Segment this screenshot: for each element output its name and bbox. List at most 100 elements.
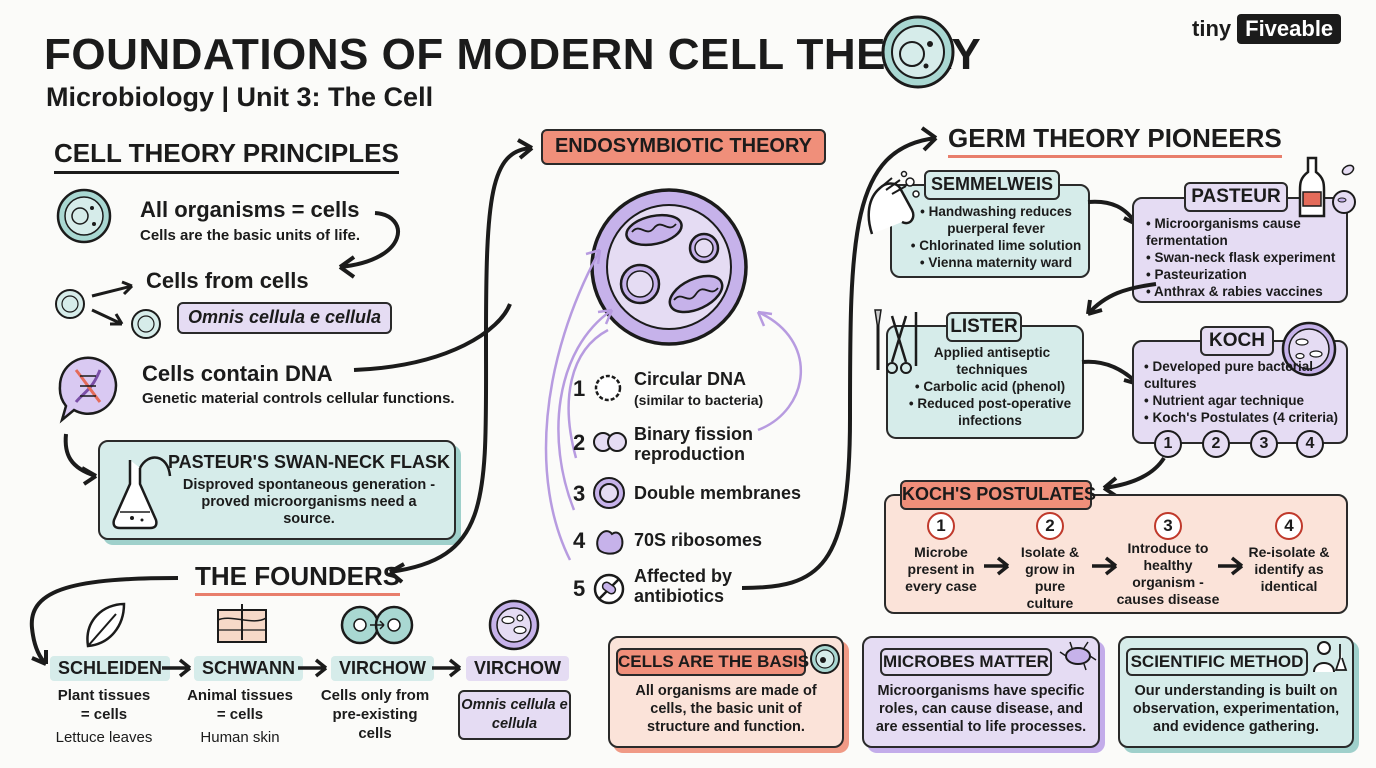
pasteur-name: PASTEUR xyxy=(1184,182,1288,212)
skin-icon xyxy=(217,604,267,643)
evidence-arrows xyxy=(544,248,802,561)
founder-name: SCHLEIDEN xyxy=(50,656,171,681)
founder-name: VIRCHOW xyxy=(466,656,569,681)
step-number: 2 xyxy=(1036,512,1064,540)
summary-title: MICROBES MATTER xyxy=(880,648,1052,676)
item-number: 2 xyxy=(573,430,586,455)
lister-points: Carbolic acid (phenol) Reduced post-oper… xyxy=(900,378,1080,429)
endosymbiotic-title: ENDOSYMBIOTIC THEORY xyxy=(541,129,826,165)
postulate-step: 3 Introduce to healthy organism - causes… xyxy=(1116,512,1220,608)
double-membrane-icon xyxy=(593,477,625,509)
postulates-card xyxy=(884,494,1348,614)
founder-line: = cells xyxy=(216,706,264,723)
arrow-icon xyxy=(63,433,98,486)
point: Handwashing reduces puerperal fever xyxy=(908,203,1084,237)
endo-label: 70S ribosomes xyxy=(634,530,763,550)
germ-title: GERM THEORY PIONEERS xyxy=(948,123,1282,158)
postulate-step: 1 Microbe present in every case xyxy=(896,512,986,595)
summary-text: All organisms are made of cells, the bas… xyxy=(635,683,817,735)
step-number: 3 xyxy=(1154,512,1182,540)
point: Microorganisms cause fermentation xyxy=(1146,215,1344,249)
founder-text: Plant tissues = cells Lettuce leaves xyxy=(44,686,164,747)
endo-sub: (similar to bacteria) xyxy=(634,392,764,408)
arrow-icon xyxy=(29,576,179,666)
dividing-cell-icon xyxy=(55,280,161,339)
founder-line: = cells xyxy=(80,706,128,723)
item-number: 4 xyxy=(573,528,586,553)
arrow-icon xyxy=(353,303,512,372)
arrow-icon xyxy=(298,658,328,678)
founder-line: cells xyxy=(358,725,392,742)
flask-text: Disproved spontaneous generation - prove… xyxy=(182,477,436,527)
arrow-icon xyxy=(1086,282,1157,316)
principle-sub: Genetic material controls cellular funct… xyxy=(142,390,455,407)
founders-title: THE FOUNDERS xyxy=(195,561,401,596)
arrow-icon xyxy=(162,658,192,678)
founder-line: pre-existing xyxy=(332,706,418,723)
endo-label: Double membranes xyxy=(634,483,802,503)
koch-points: Developed pure bacterial cultures Nutrie… xyxy=(1144,358,1344,426)
arrow-icon xyxy=(338,211,400,279)
summary-text: Microorganisms have specific roles, can … xyxy=(875,683,1087,735)
page-subtitle: Microbiology | Unit 3: The Cell xyxy=(46,82,434,112)
founder-name: SCHWANN xyxy=(194,656,303,681)
arrow-icon xyxy=(432,658,462,678)
step-text: Introduce to healthy organism - causes d… xyxy=(1116,540,1220,607)
koch-number: 2 xyxy=(1202,430,1230,458)
principle-head: All organisms = cells xyxy=(140,197,360,222)
wine-bottle-icon xyxy=(1298,156,1356,218)
summary-text: Our understanding is built on observatio… xyxy=(1132,683,1340,735)
koch-number: 3 xyxy=(1250,430,1278,458)
item-number: 1 xyxy=(573,376,586,401)
principle-sub: Cells are the basic units of life. xyxy=(140,227,361,244)
endo-label: Binary fission reproduction xyxy=(634,424,754,464)
flask-title: PASTEUR'S SWAN-NECK FLASK xyxy=(168,452,450,472)
flask-icon xyxy=(112,456,172,530)
brand-prefix: tiny xyxy=(1192,16,1232,41)
arrow-icon xyxy=(1102,456,1166,498)
surgical-tools-icon xyxy=(874,309,918,374)
motto-text: Omnis cellula e cellula xyxy=(187,307,382,327)
point: Carbolic acid (phenol) xyxy=(900,378,1080,395)
founder-line: Plant tissues xyxy=(57,687,151,704)
endo-label: Affected by antibiotics xyxy=(634,566,733,606)
principles-title: CELL THEORY PRINCIPLES xyxy=(54,138,399,174)
pasteur-points: Microorganisms cause fermentation Swan-n… xyxy=(1146,215,1344,300)
step-text: Isolate & grow in pure culture xyxy=(1020,544,1080,611)
postulate-step: 4 Re-isolate & identify as identical xyxy=(1242,512,1336,595)
summary-title: SCIENTIFIC METHOD xyxy=(1126,648,1308,676)
leaf-icon xyxy=(86,602,126,648)
arrow-icon xyxy=(984,556,1010,576)
founder-name: VIRCHOW xyxy=(331,656,434,681)
point: Developed pure bacterial cultures xyxy=(1144,358,1344,392)
eukaryotic-cell-icon xyxy=(590,188,748,346)
motto-tag: Omnis cellula e cellula xyxy=(177,302,392,334)
scientist-icon xyxy=(1313,641,1348,673)
step-text: Microbe present in every case xyxy=(905,544,977,594)
binary-fission-icon xyxy=(593,432,627,452)
postulates-steps: 1 Microbe present in every case 2 Isolat… xyxy=(896,512,1336,612)
point: Swan-neck flask experiment xyxy=(1146,249,1344,266)
cell-icon xyxy=(56,188,112,244)
step-number: 1 xyxy=(927,512,955,540)
page-title: FOUNDATIONS OF MODERN CELL THEORY xyxy=(44,30,982,79)
bacteria-icon xyxy=(1059,641,1097,671)
cell-icon xyxy=(488,599,540,651)
brand-name: Fiveable xyxy=(1237,14,1342,44)
point: Reduced post-operative infections xyxy=(900,395,1080,429)
point: Vienna maternity ward xyxy=(908,254,1084,271)
founder-quote: Omnis cellula e cellula xyxy=(461,697,568,732)
koch-name: KOCH xyxy=(1200,326,1274,356)
principle-head: Cells contain DNA xyxy=(142,361,333,386)
arrow-icon xyxy=(388,138,534,584)
cell-icon xyxy=(810,644,840,674)
founder-line: Lettuce leaves xyxy=(55,729,153,746)
koch-number: 1 xyxy=(1154,430,1182,458)
point: Chlorinated lime solution xyxy=(908,237,1084,254)
founder-quote-box: Omnis cellula e cellula xyxy=(458,690,571,740)
antibiotic-icon xyxy=(593,573,625,605)
founder-line: Human skin xyxy=(200,729,280,746)
brand-logo: tiny Fiveable xyxy=(1192,14,1342,44)
dividing-cell-icon xyxy=(340,605,414,645)
endo-label: Circular DNA xyxy=(634,369,747,389)
